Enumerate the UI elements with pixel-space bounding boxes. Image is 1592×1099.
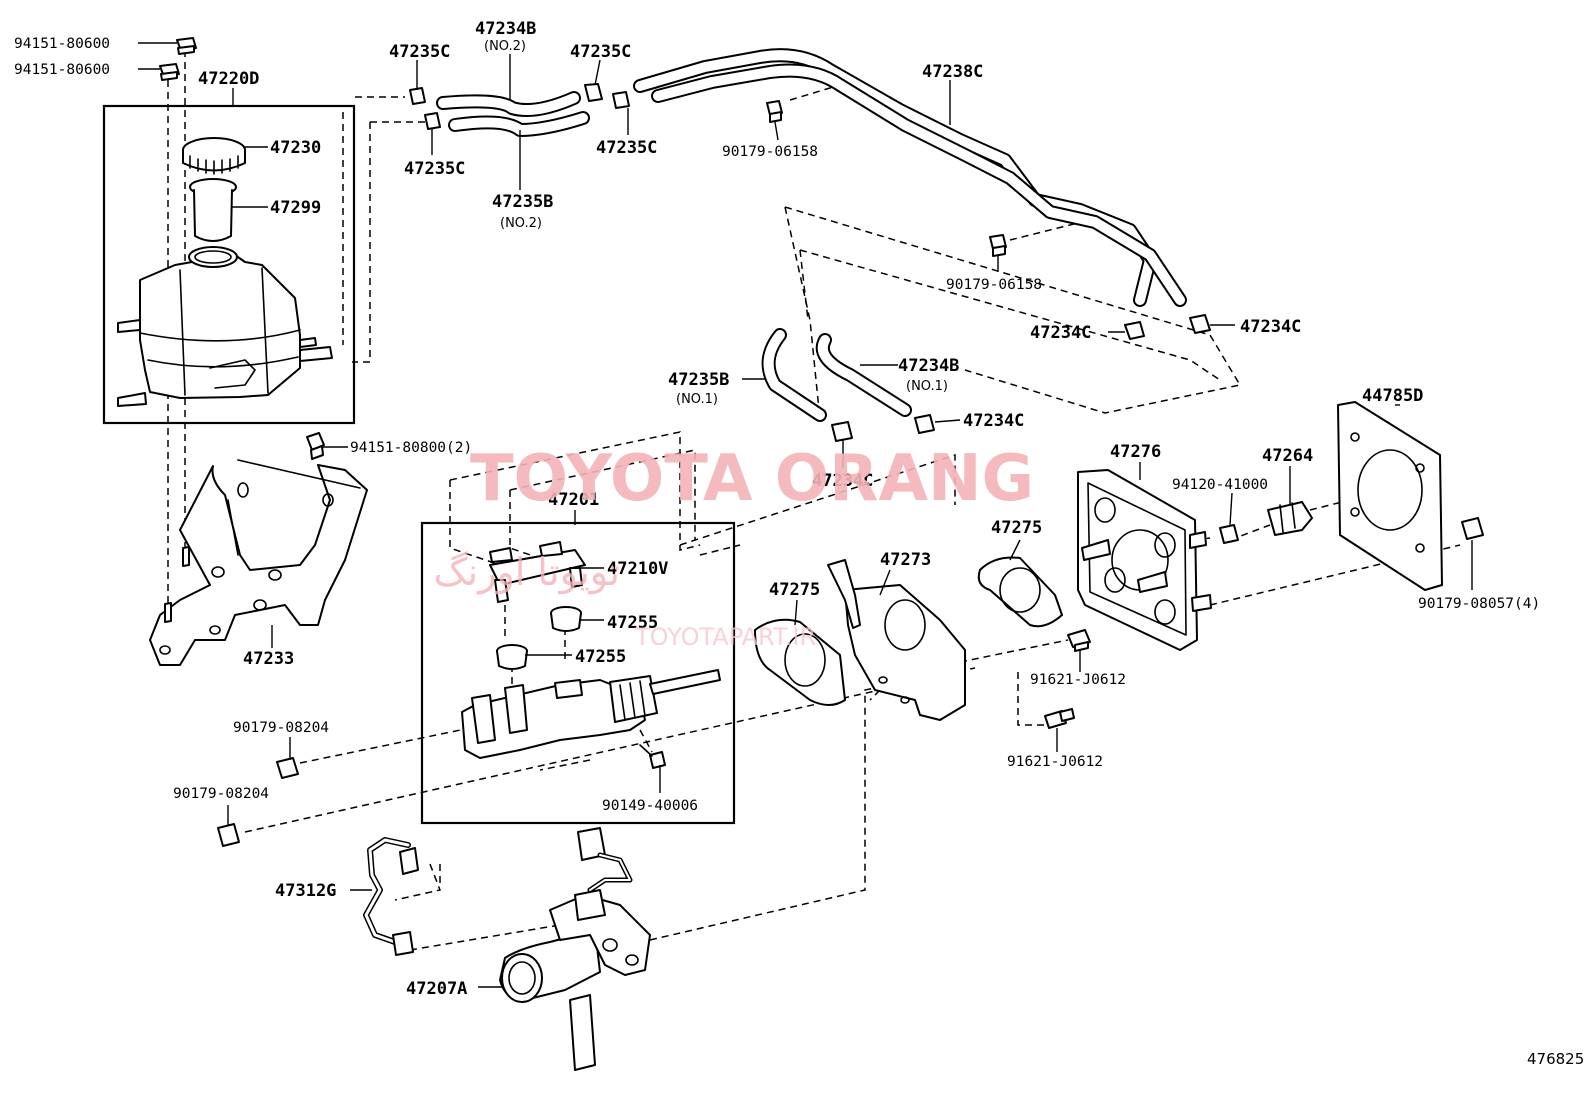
clip-47264: [1267, 501, 1313, 536]
label-47235C-a: 47235C: [389, 42, 450, 62]
brake-stroke-simulator-47207A: [499, 827, 651, 1071]
hose-47234B-no2: [436, 91, 581, 117]
nut-94120: [1219, 524, 1239, 544]
label-47273: 47273: [880, 550, 931, 570]
label-47255-a: 47255: [607, 613, 658, 633]
label-90179-06158-b: 90179-06158: [946, 277, 1042, 293]
pipe-clamp-nut-a: [766, 100, 783, 123]
assembly-guide-lines: [167, 50, 1461, 951]
label-47207A: 47207A: [406, 979, 467, 999]
hose-clips-middle: [831, 314, 1211, 442]
label-47235C-c: 47235C: [596, 138, 657, 158]
booster-plate-47276: [1077, 469, 1212, 651]
watermark-persian: تویوتا اورنگ: [434, 550, 621, 595]
reservoir-strainer: [189, 178, 237, 242]
nut-90179-08057: [1461, 517, 1484, 540]
label-47201: 47201: [548, 490, 599, 510]
label-47234C-c: 47234C: [963, 411, 1024, 431]
label-47264: 47264: [1262, 446, 1313, 466]
label-47238C: 47238C: [922, 62, 983, 82]
cylinder-nut-a: [276, 757, 299, 779]
reservoir-nut-bottom: [159, 63, 180, 81]
gasket-47275-right: [977, 556, 1063, 628]
grommet-a: [550, 606, 582, 632]
label-47299: 47299: [270, 198, 321, 218]
cylinder-screw: [639, 744, 666, 769]
sublabel-no2-b: (NO.2): [500, 216, 542, 231]
label-90149-40006: 90149-40006: [602, 798, 698, 814]
label-47312G: 47312G: [275, 881, 336, 901]
label-47234C-d: 47234C: [812, 471, 873, 491]
cylinder-nut-b: [217, 823, 240, 847]
hose-47235B-no1: [761, 328, 827, 422]
label-91621-J0612-a: 91621-J0612: [1030, 672, 1126, 688]
figure-reference-number: 476825: [1527, 1050, 1584, 1068]
label-47235B-no1: 47235B: [668, 370, 729, 390]
watermark-main: TOYOTA ORANG: [470, 442, 1034, 516]
label-47235C-b: 47235C: [570, 42, 631, 62]
reservoir-cap: [182, 137, 246, 175]
brake-fluid-reservoir: [117, 246, 333, 407]
label-91621-J0612-b: 91621-J0612: [1007, 754, 1103, 770]
label-47234C-b: 47234C: [1240, 317, 1301, 337]
gasket-44785D: [1337, 401, 1443, 591]
reservoir-connector: [489, 541, 586, 603]
pipe-clamp-nut-b: [989, 234, 1007, 257]
hose-clips-top: [409, 83, 630, 130]
sublabel-no1-b: (NO.1): [906, 379, 948, 394]
label-94151-80600-a: 94151-80600: [14, 36, 110, 52]
bolt-91621-a: [1067, 629, 1091, 652]
reservoir-bracket: [149, 459, 368, 666]
label-47235C-d: 47235C: [404, 159, 465, 179]
watermark: TOYOTA ORANG تویوتا اورنگ TOYOTAPART.IR: [434, 442, 1035, 651]
hose-47235B-no2: [448, 111, 590, 137]
sensor-47312G: [363, 837, 419, 956]
label-47275-a: 47275: [991, 518, 1042, 538]
leader-lines: [138, 42, 1473, 988]
reservoir-nut-top: [176, 37, 197, 55]
label-47233: 47233: [243, 649, 294, 669]
label-94151-80800: 94151-80800(2): [350, 440, 472, 456]
label-47230: 47230: [270, 138, 321, 158]
label-44785D: 44785D: [1362, 386, 1423, 406]
part-number-labels: 94151-80600 94151-80600 47220D 47230 472…: [14, 19, 1540, 999]
label-90179-06158-a: 90179-06158: [722, 144, 818, 160]
label-90179-08204-a: 90179-08204: [233, 720, 329, 736]
label-94151-80600-b: 94151-80600: [14, 62, 110, 78]
gasket-47275-left: [754, 618, 846, 706]
sublabel-no2-a: (NO.2): [484, 39, 526, 54]
bracket-bolt: [306, 432, 325, 460]
label-47210V: 47210V: [607, 559, 668, 579]
label-47276: 47276: [1110, 442, 1161, 462]
grommet-b: [496, 644, 528, 670]
bolt-91621-b: [1044, 708, 1075, 729]
label-47234B-no2: 47234B: [475, 19, 536, 39]
label-47235B-no2: 47235B: [492, 192, 553, 212]
label-47220D: 47220D: [198, 69, 259, 89]
label-90179-08204-b: 90179-08204: [173, 786, 269, 802]
label-90179-08057: 90179-08057(4): [1418, 596, 1540, 612]
master-cylinder-group-frame: [420, 521, 736, 825]
label-94120-41000: 94120-41000: [1172, 477, 1268, 493]
hose-47234B-no1: [815, 333, 912, 417]
sublabel-no1-a: (NO.1): [676, 392, 718, 407]
vacuum-pipe: [633, 48, 1187, 307]
label-47255-b: 47255: [575, 647, 626, 667]
reservoir-group-frame: [102, 104, 356, 425]
watermark-site: TOYOTAPART.IR: [634, 623, 816, 651]
plate-47273: [827, 559, 966, 721]
label-47275-b: 47275: [769, 580, 820, 600]
brake-master-cylinder: [461, 669, 721, 759]
label-47234B-no1: 47234B: [898, 356, 959, 376]
label-47234C-a: 47234C: [1030, 323, 1091, 343]
